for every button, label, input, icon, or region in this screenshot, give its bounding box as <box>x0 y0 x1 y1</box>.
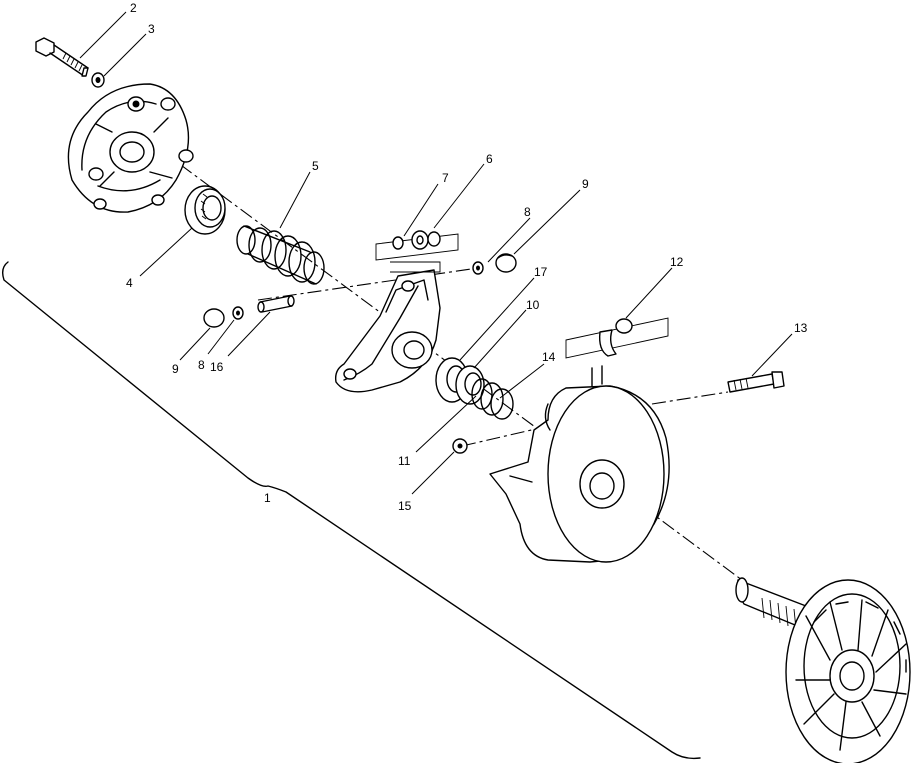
callout-8-left: 8 <box>198 358 205 372</box>
callout-14: 14 <box>542 350 556 364</box>
washer-3 <box>91 72 105 88</box>
spring-11 <box>471 378 514 420</box>
callout-17: 17 <box>534 265 548 279</box>
clutch-cover-plate <box>67 83 194 213</box>
callout-9-left: 9 <box>172 362 179 376</box>
callout-12: 12 <box>670 255 684 269</box>
leader-lines <box>79 11 793 495</box>
roller-12 <box>565 317 669 387</box>
callout-16: 16 <box>210 360 224 374</box>
callout-3: 3 <box>148 22 155 36</box>
bushing-4 <box>184 185 226 235</box>
pin-16 <box>257 295 295 313</box>
callout-2: 2 <box>130 1 137 15</box>
callout-13: 13 <box>794 321 808 335</box>
callout-6: 6 <box>486 152 493 166</box>
spring-5 <box>236 225 325 285</box>
callout-9-right: 9 <box>582 177 589 191</box>
callout-labels: 2 3 5 7 6 8 9 17 10 14 12 13 4 9 8 16 11… <box>126 1 808 513</box>
washer-8-right <box>472 261 484 275</box>
button-9-left <box>203 308 225 328</box>
callout-4: 4 <box>126 276 133 290</box>
callout-7: 7 <box>442 171 449 185</box>
nut-15 <box>452 438 468 454</box>
callout-11: 11 <box>398 454 411 468</box>
moveable-sheave <box>489 385 670 563</box>
bolt-2 <box>35 37 89 77</box>
callout-5: 5 <box>312 159 319 173</box>
button-9-right <box>495 253 517 273</box>
roller-group-top <box>375 230 459 261</box>
callout-1: 1 <box>264 491 271 505</box>
callout-10: 10 <box>526 298 540 312</box>
spider-arm <box>334 261 441 393</box>
spacer-10 <box>455 365 485 405</box>
fixed-sheave-shaft <box>735 577 911 763</box>
callout-15: 15 <box>398 499 412 513</box>
washer-8-left <box>232 306 244 320</box>
bolt-13 <box>727 371 785 393</box>
callout-8-right: 8 <box>524 205 531 219</box>
assembly-bracket <box>1 261 701 760</box>
